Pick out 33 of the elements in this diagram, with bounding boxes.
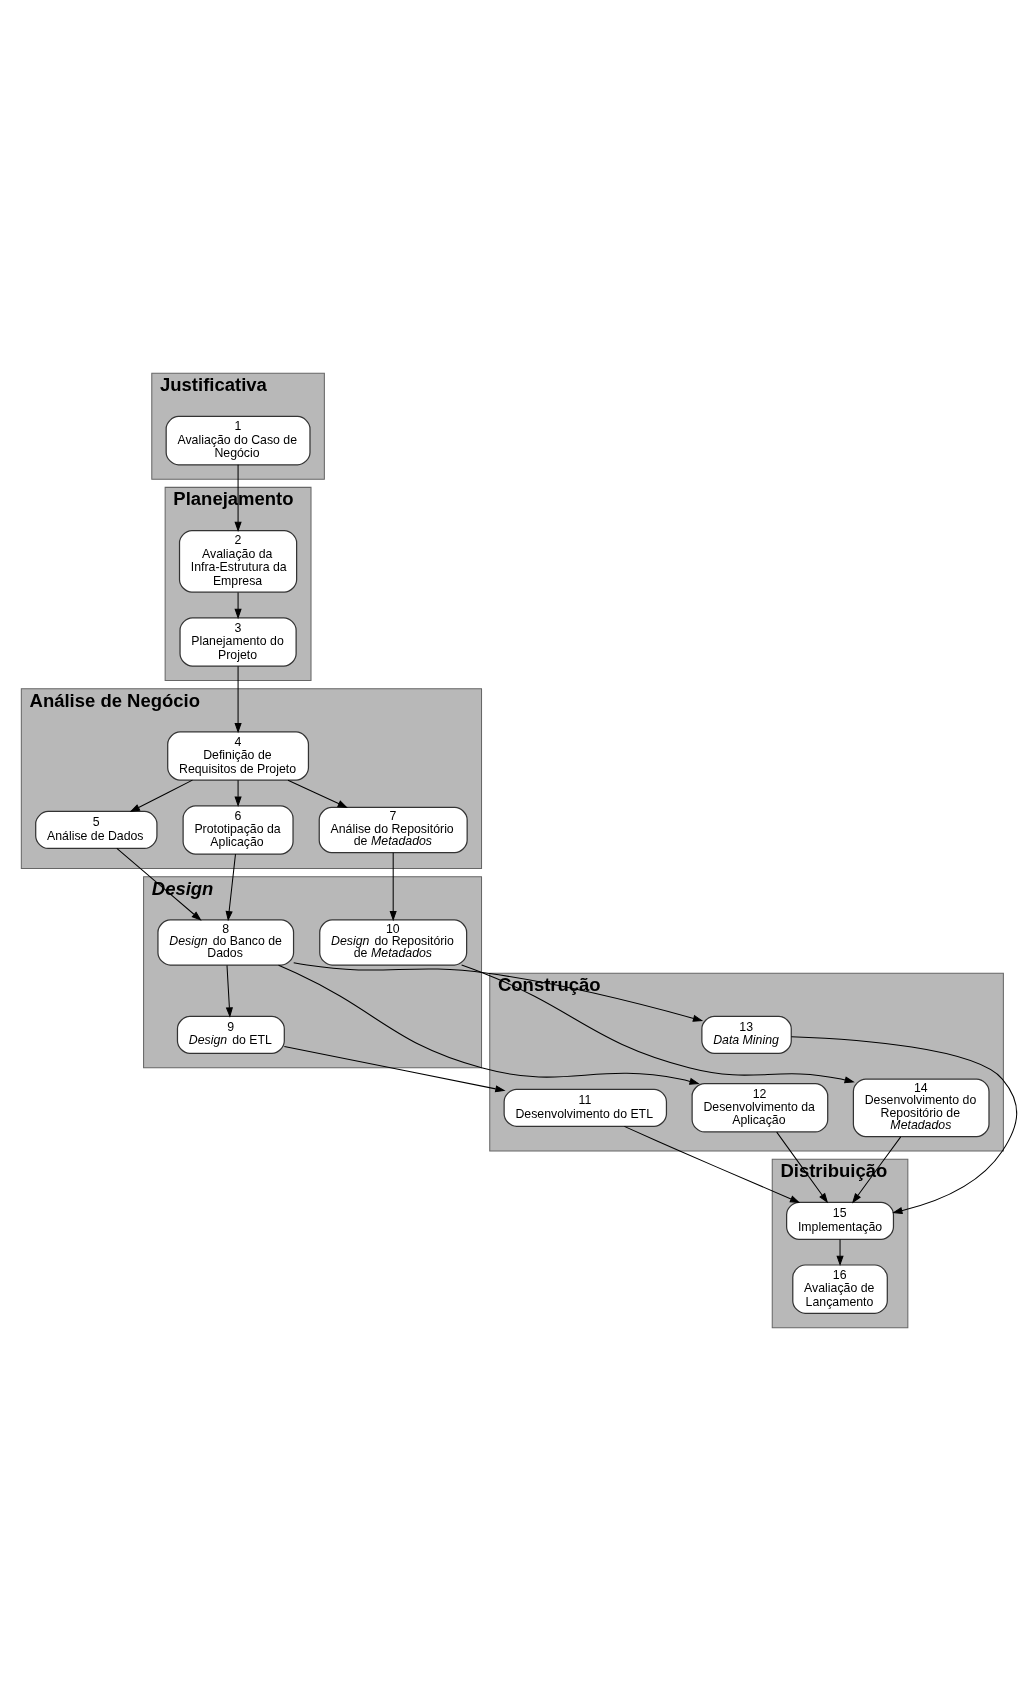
node-box: 7 Análise do Repositório de Metadados xyxy=(318,806,468,854)
node-box: 11 Desenvolvimento do ETL xyxy=(503,1088,667,1127)
node-box: 4 Definição de Requisitos de Projeto xyxy=(166,731,309,781)
node-box: 5 Análise de Dados xyxy=(34,810,158,850)
arrow xyxy=(225,853,236,922)
arrow xyxy=(287,779,348,808)
node-box: 13 Data Mining xyxy=(700,1015,792,1054)
arrow xyxy=(835,1239,844,1267)
arrow xyxy=(292,962,703,1022)
node-box: 8 Design do Banco de Dados xyxy=(156,919,294,966)
node-box: 16 Avaliação de Lançamento xyxy=(791,1264,888,1314)
arrow xyxy=(233,665,242,734)
arrow xyxy=(775,1131,828,1204)
arrow xyxy=(129,779,193,812)
arrow xyxy=(790,1036,1017,1215)
node-box: 6 Prototipação da Aplicação xyxy=(182,805,294,855)
node-box: 2 Avaliação da Infra-Estrutura da Empresa xyxy=(178,529,297,593)
arrow xyxy=(225,964,233,1018)
arrow xyxy=(233,779,242,807)
node-box: 1 Avaliação do Caso de Negócio xyxy=(165,415,311,466)
node-box: 9 Design do ETL xyxy=(176,1015,285,1054)
node-box: 14 Desenvolvimento do Repositório de Metadados xyxy=(852,1078,990,1138)
arrow xyxy=(460,964,855,1084)
node-box: 10 Design do Repositório de Metadados xyxy=(318,919,467,966)
arrow xyxy=(851,1136,901,1204)
arrow xyxy=(623,1125,800,1203)
node-box: 3 Planejamento do Projeto xyxy=(178,617,297,667)
arrow xyxy=(277,964,700,1085)
node-box: 12 Desenvolvimento da Aplicação xyxy=(691,1083,828,1133)
node-box: 15 Implementação xyxy=(785,1201,894,1240)
arrow xyxy=(389,852,397,922)
arrow xyxy=(233,592,242,620)
arrow xyxy=(283,1046,506,1093)
